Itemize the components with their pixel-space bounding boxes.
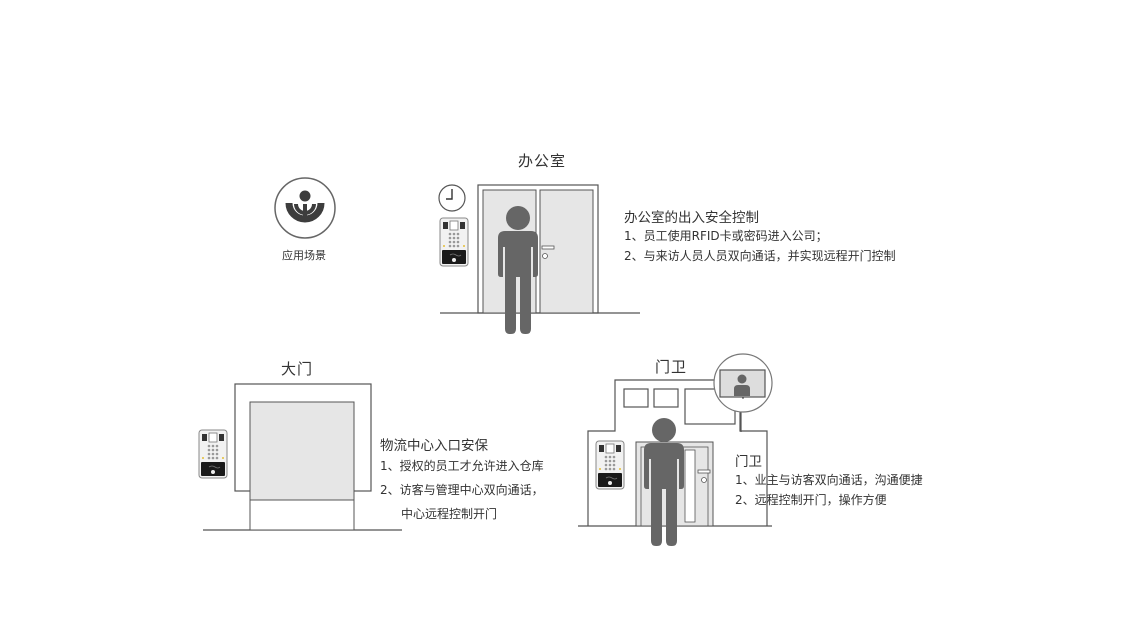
guard-heading: 门卫 — [735, 454, 762, 470]
gate-line-3: 中心远程控制开门 — [401, 507, 498, 521]
office-scene — [438, 184, 640, 334]
guard-scene — [578, 353, 773, 546]
gate-scene — [198, 383, 402, 531]
guard-description: 门卫 1、业主与访客双向通话，沟通便捷 2、远程控制开门，操作方便 — [735, 450, 923, 510]
guard-line-1: 1、业主与访客双向通话，沟通便捷 — [735, 473, 923, 487]
intercom-icon — [595, 440, 625, 490]
guard-title: 门卫 — [655, 358, 688, 376]
gate-line-2: 2、访客与管理中心双向通话， — [380, 483, 544, 497]
clock-icon — [438, 184, 466, 212]
monitor-icon — [713, 353, 773, 413]
office-heading: 办公室的出入安全控制 — [624, 210, 759, 226]
gate-title: 大门 — [281, 360, 314, 378]
gate-line-1: 1、授权的员工才允许进入仓库 — [380, 459, 544, 473]
guard-line-2: 2、远程控制开门，操作方便 — [735, 493, 887, 507]
office-title: 办公室 — [518, 152, 567, 170]
office-line-2: 2、与来访人员人员双向通话，并实现远程开门控制 — [624, 249, 896, 263]
gate-description: 物流中心入口安保 1、授权的员工才允许进入仓库 2、访客与管理中心双向通话， 中… — [380, 434, 544, 526]
office-description: 办公室的出入安全控制 1、员工使用RFID卡或密码进入公司； 2、与来访人员人员… — [624, 206, 896, 265]
gate-heading: 物流中心入口安保 — [380, 438, 488, 454]
intercom-icon — [439, 217, 469, 267]
intercom-icon — [198, 429, 228, 479]
office-line-1: 1、员工使用RFID卡或密码进入公司； — [624, 229, 828, 243]
logo-label: 应用场景 — [282, 249, 326, 262]
logo-icon — [274, 177, 336, 239]
